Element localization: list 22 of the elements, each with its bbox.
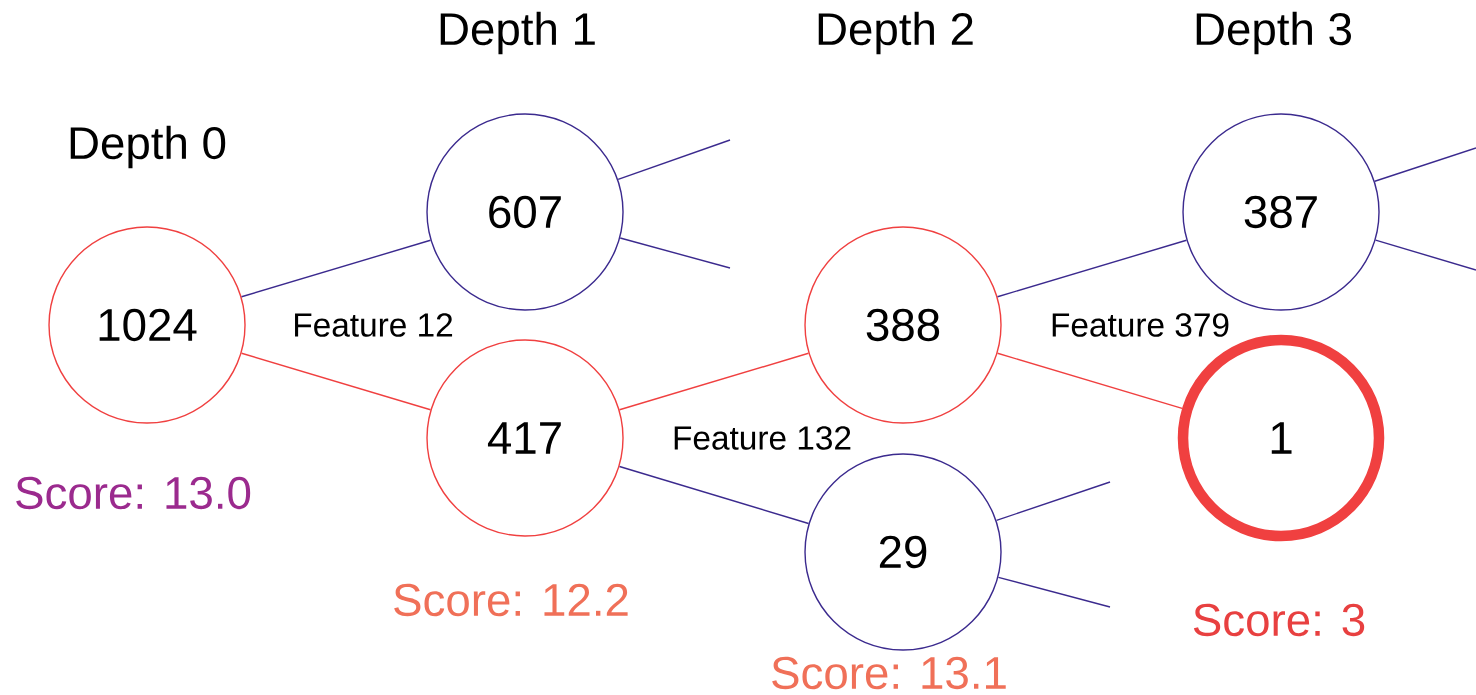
depth-heading: Depth 2 xyxy=(811,8,979,58)
branch-line xyxy=(618,465,810,525)
branch-line xyxy=(995,481,1111,522)
depth-heading: Depth 3 xyxy=(1189,8,1357,58)
score-label: Score: 13.1 xyxy=(772,656,1006,690)
branch-line xyxy=(240,352,432,411)
split-feature-label: Feature 12 xyxy=(288,309,458,341)
branch-line xyxy=(240,239,432,298)
score-label: Score: 3 xyxy=(1193,603,1365,637)
depth-heading: Depth 1 xyxy=(433,8,601,58)
branch-line xyxy=(1374,239,1476,271)
branch-line xyxy=(617,139,731,180)
branch-line xyxy=(1374,147,1476,182)
score-label: Score: 13.0 xyxy=(16,476,251,510)
branch-line xyxy=(996,352,1183,410)
branch-line xyxy=(996,239,1188,298)
branch-line xyxy=(997,576,1111,608)
score-label: Score: 12.2 xyxy=(394,583,628,617)
depth-heading: Depth 0 xyxy=(63,122,231,172)
split-feature-label: Feature 132 xyxy=(668,422,856,454)
branch-line xyxy=(619,237,731,269)
branch-line xyxy=(618,352,810,411)
